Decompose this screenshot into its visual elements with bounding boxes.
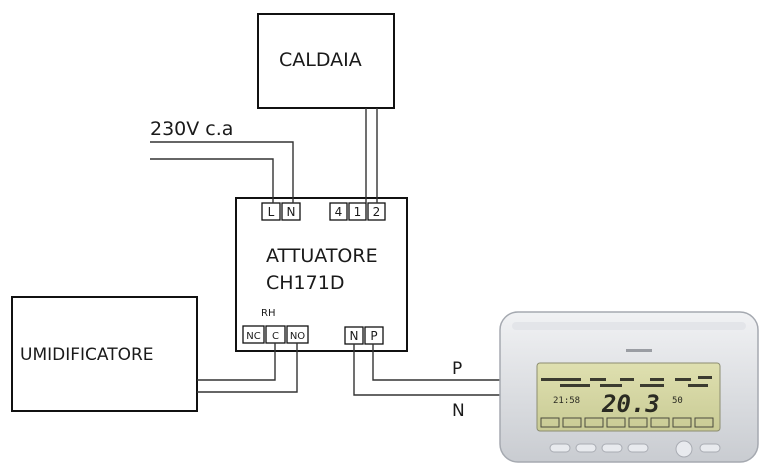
terminal-NC-label: NC <box>246 331 260 342</box>
thermostat-clock: 21:58 <box>553 396 580 406</box>
bus-wire-N-label: N <box>452 401 465 421</box>
humidifier-wire-NO <box>197 343 298 393</box>
terminal-P-bus <box>364 326 384 345</box>
thermostat-button <box>575 443 597 453</box>
thermostat-humidity: 50 <box>672 396 683 406</box>
humidifier-wire-C <box>197 343 276 381</box>
boiler-label: CALDAIA <box>279 49 362 71</box>
terminal-1-label: 1 <box>354 205 362 219</box>
humidifier-box <box>11 296 198 412</box>
thermostat-button <box>627 443 649 453</box>
boiler-terminal-block: 4 1 2 <box>329 202 386 221</box>
bus-wire-P-label: P <box>452 359 462 379</box>
bus-wire-P <box>372 344 508 381</box>
thermostat-temperature: 20.3 <box>601 390 660 418</box>
terminal-N-bus-label: N <box>350 329 359 343</box>
supply-wire-L <box>150 158 274 203</box>
thermostat-knob <box>675 440 693 458</box>
thermostat-button <box>601 443 623 453</box>
thermostat-button <box>549 443 571 453</box>
terminal-N-power <box>281 202 301 221</box>
actuator-model: CH171D <box>266 272 344 294</box>
wires <box>150 108 508 396</box>
thermostat-device-icon: 21:58 20.3 50 <box>499 311 759 463</box>
terminal-L <box>261 202 281 221</box>
relay-terminal-block: NC C NO <box>242 325 309 344</box>
terminal-L-label: L <box>268 205 275 219</box>
terminal-NC <box>242 325 265 344</box>
supply-wire-N <box>150 141 294 203</box>
boiler-box <box>257 13 395 109</box>
terminal-2-label: 2 <box>373 205 381 219</box>
bus-terminal-block: N P <box>344 326 384 345</box>
actuator-title: ATTUATORE <box>266 245 378 267</box>
power-terminal-block: L N <box>261 202 301 221</box>
terminal-NO-label: NO <box>290 331 305 342</box>
terminal-C-label: C <box>272 331 279 342</box>
thermostat-button <box>699 443 721 453</box>
terminal-1 <box>348 202 367 221</box>
terminal-N-power-label: N <box>287 205 296 219</box>
terminal-4-label: 4 <box>335 205 343 219</box>
terminal-4 <box>329 202 348 221</box>
relay-label: RH <box>261 308 275 319</box>
terminal-P-bus-label: P <box>370 329 377 343</box>
supply-label: 230V c.a <box>150 118 233 140</box>
bus-wire-N <box>353 344 508 396</box>
thermostat-display <box>536 362 721 432</box>
humidifier-label: UMIDIFICATORE <box>20 345 154 365</box>
